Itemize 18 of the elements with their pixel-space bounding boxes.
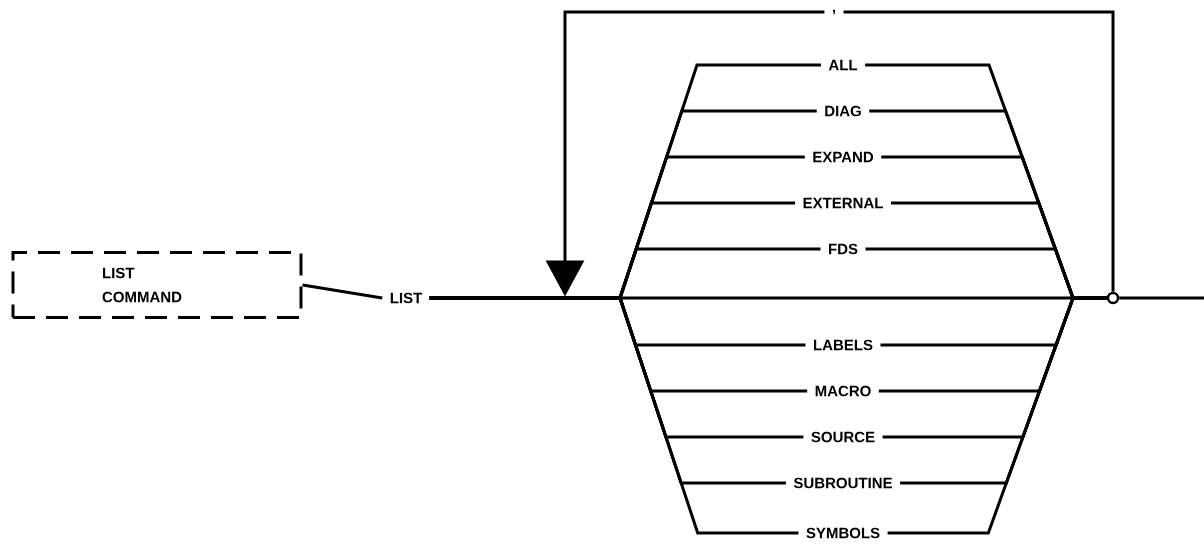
command-box: LIST COMMAND	[11, 251, 303, 319]
syntax-keyword: SUBROUTINE	[793, 477, 892, 489]
syntax-keyword: LABELS	[814, 339, 873, 351]
connector-line	[887, 296, 1107, 535]
syntax-keyword: EXPAND	[813, 151, 874, 163]
connector-line	[843, 10, 1115, 292]
syntax-keyword: DIAG	[825, 105, 861, 117]
syntax-keyword: FDS	[829, 243, 858, 255]
syntax-keyword: EXTERNAL	[803, 197, 883, 209]
connector-line	[429, 296, 799, 535]
connector-line	[1119, 296, 1204, 300]
syntax-keyword: SOURCE	[811, 431, 875, 443]
syntax-keyword: MACRO	[815, 385, 871, 397]
connector-line	[302, 283, 383, 300]
syntax-keyword: ALL	[828, 59, 858, 71]
syntax-keyword: SYMBOLS	[806, 527, 880, 539]
separator-symbol: ,	[832, 9, 836, 15]
syntax-keyword: LIST	[390, 292, 423, 304]
